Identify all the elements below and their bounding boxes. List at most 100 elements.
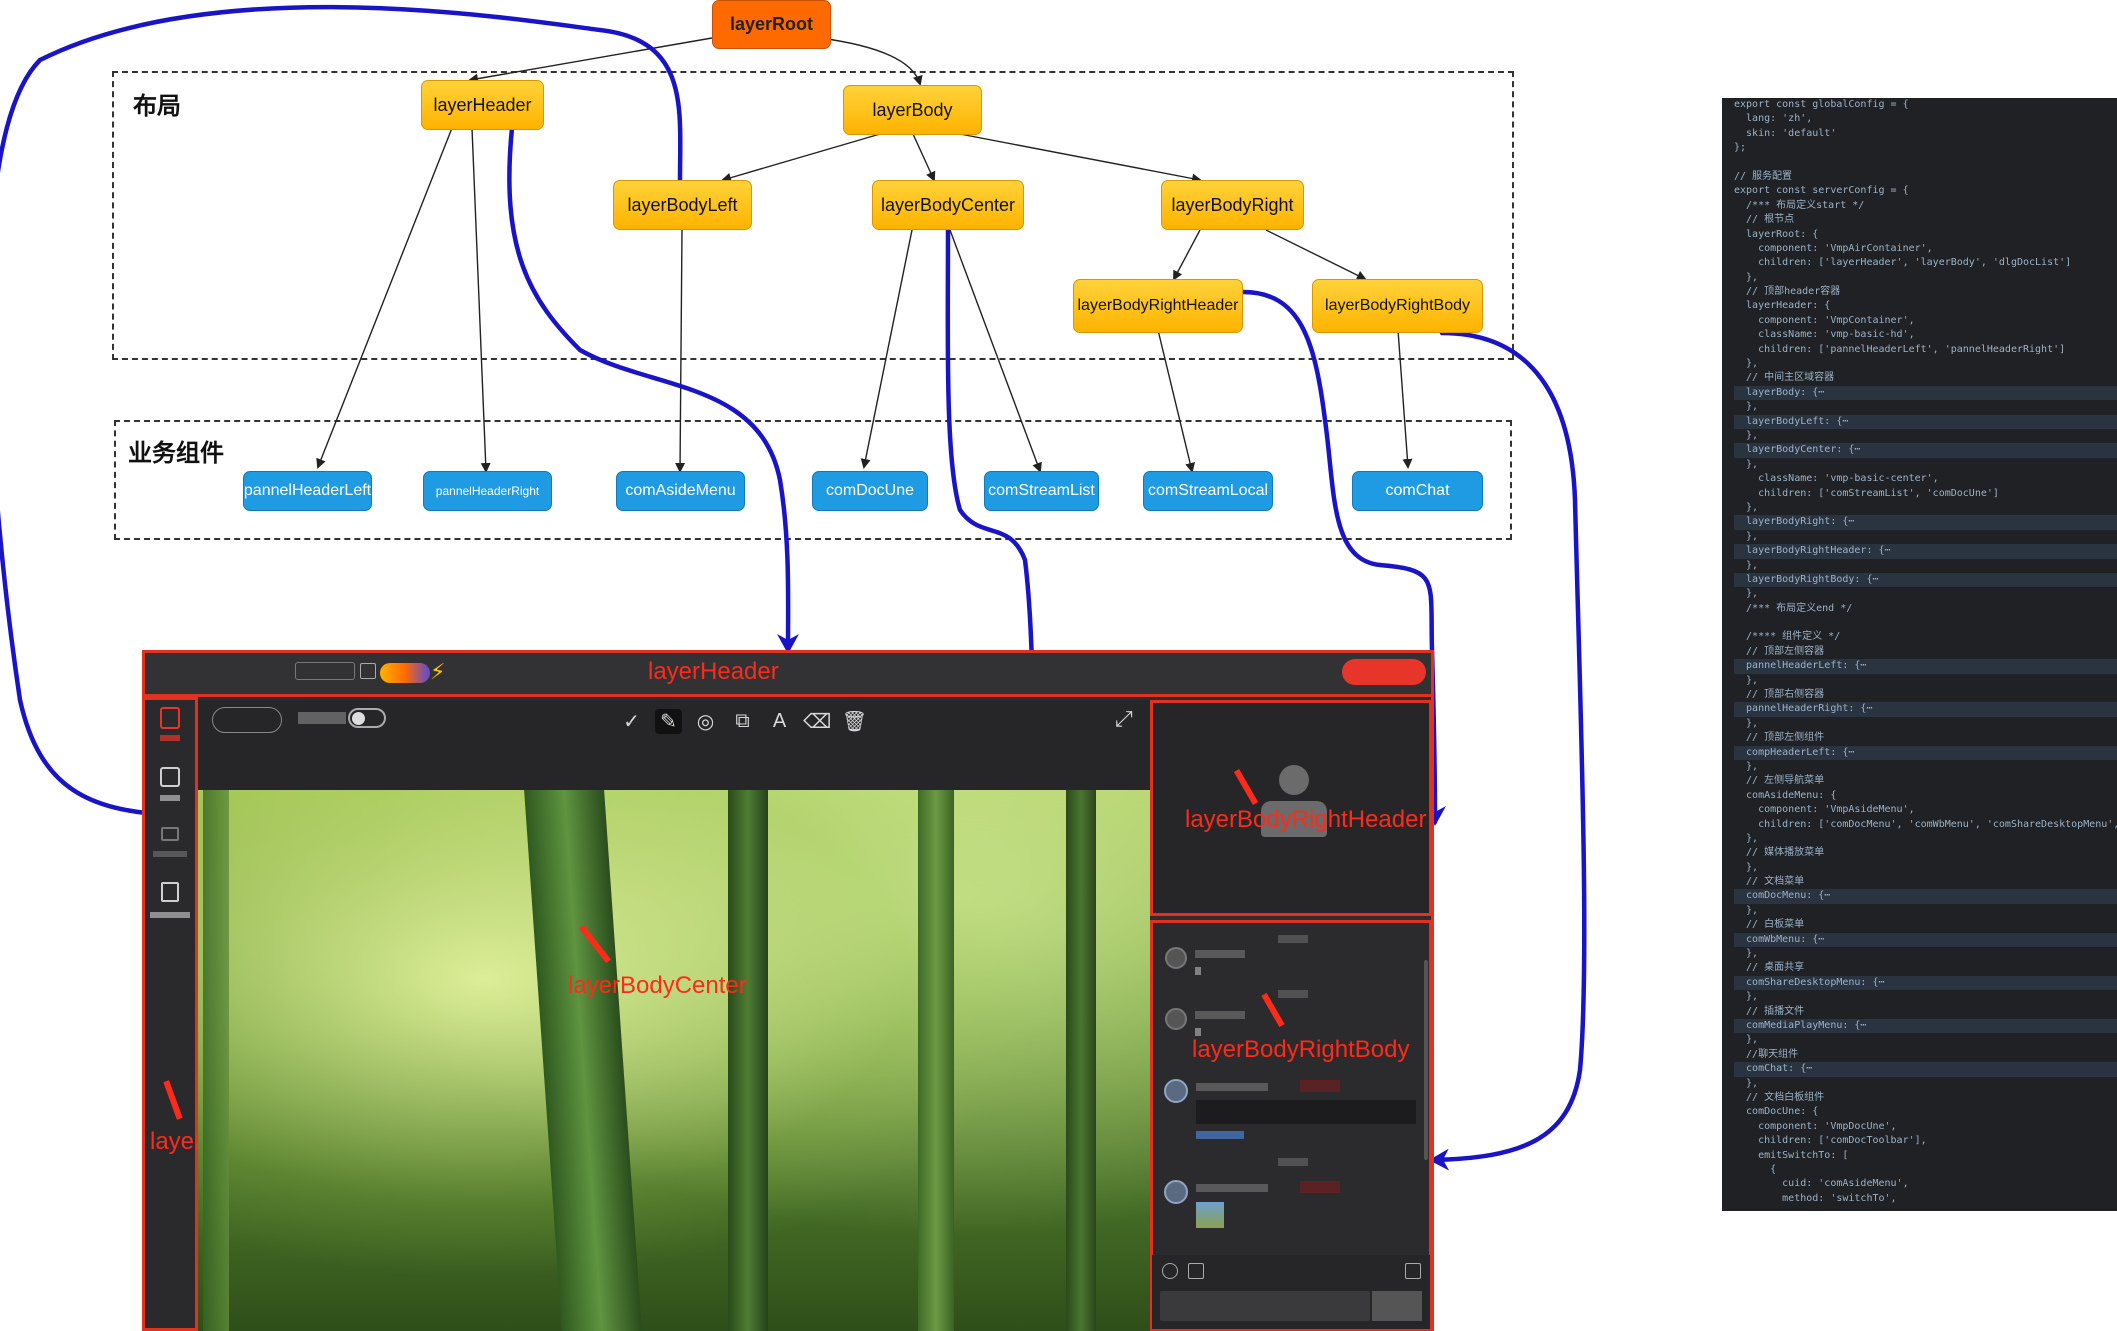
code-line: // 文档菜单 [1734, 876, 1805, 888]
code-line: /**** 组件定义 */ [1734, 631, 1841, 643]
code-line: children: ['comDocToolbar'], [1734, 1135, 1927, 1147]
code-line: // 插播文件 [1734, 1005, 1805, 1017]
code-line: comMediaPlayMenu: {⋯ [1734, 1019, 2117, 1034]
text-icon[interactable]: A [772, 709, 787, 732]
chat-message-3 [1160, 1075, 1420, 1145]
chat-avatar-3 [1164, 1079, 1188, 1103]
whiteboard-label-mark [160, 795, 180, 801]
edge-body-center [912, 133, 936, 182]
code-line: }, [1734, 991, 1759, 1003]
select-doc-button[interactable] [212, 707, 282, 733]
shape-icon[interactable]: ◎ [696, 710, 715, 733]
app-header [142, 650, 1434, 697]
map-rightbody-curve [1429, 330, 1587, 1171]
chat-name-2 [1195, 1011, 1245, 1019]
code-line: component: 'VmpAsideMenu', [1734, 804, 1915, 816]
code-line: comShareDesktopMenu: {⋯ [1734, 975, 2117, 991]
chat-time-1 [1278, 935, 1308, 943]
code-line: className: 'vmp-basic-hd', [1734, 329, 1915, 341]
crop-icon[interactable]: ⧉ [735, 709, 750, 732]
code-line: /*** 布局定义end */ [1734, 602, 1853, 614]
code-line: }; [1734, 142, 1747, 154]
eraser-icon[interactable]: ⌫ [803, 710, 832, 733]
node-layer-body-right-body: layerBodyRightBody [1312, 279, 1483, 333]
node-pannel-header-right: pannelHeaderRight [423, 471, 552, 511]
copy-icon[interactable] [360, 663, 376, 679]
edge-header-phr [471, 127, 491, 473]
node-layer-body-center: layerBodyCenter [872, 180, 1024, 230]
check-icon[interactable]: ✓ [623, 710, 640, 733]
room-id-field [295, 662, 355, 680]
code-line: }, [1734, 458, 1759, 470]
code-line: // 服务配置 [1734, 170, 1793, 182]
emoji-icon[interactable] [1162, 1263, 1178, 1279]
code-line: skin: 'default' [1734, 127, 1837, 139]
app-body-left [142, 697, 198, 1331]
code-line: //聊天组件 [1734, 1048, 1799, 1060]
edge-right-rbody [1265, 229, 1367, 280]
user-placeholder-icon [1255, 765, 1331, 841]
doc-visible-toggle[interactable] [348, 708, 386, 728]
node-com-aside-menu: comAsideMenu [616, 471, 745, 511]
chat-name-3 [1196, 1083, 1268, 1091]
chat-role-badge-4 [1300, 1181, 1340, 1193]
fullscreen-icon[interactable]: ⤢ [1115, 706, 1133, 731]
chat-message-2 [1160, 990, 1420, 1050]
edge-root-body [819, 37, 923, 86]
code-line: layerBodyRightBody: {⋯ [1734, 572, 2117, 588]
node-com-stream-list: comStreamList [984, 471, 1099, 511]
chat-send-button[interactable] [1372, 1291, 1422, 1321]
delete-icon[interactable]: 🗑 [841, 710, 868, 733]
image-upload-icon[interactable] [1188, 1263, 1204, 1279]
chat-bubble-3 [1196, 1100, 1416, 1124]
code-line: children: ['comDocMenu', 'comWbMenu', 'c… [1734, 818, 2117, 830]
layout-group-box [112, 71, 1514, 360]
filter-icon[interactable] [1405, 1263, 1421, 1279]
chat-avatar-4 [1164, 1180, 1188, 1204]
code-line: }, [1734, 717, 1759, 729]
sidebar-doc-button[interactable] [157, 705, 183, 745]
code-line: className: 'vmp-basic-center', [1734, 473, 1939, 485]
start-live-button[interactable] [1342, 659, 1426, 685]
bamboo-stalk-3 [918, 790, 954, 1331]
edge-root-header [468, 37, 713, 84]
bamboo-stalk-1 [524, 790, 642, 1331]
doc-label-mark [160, 735, 180, 741]
code-line: }, [1734, 358, 1759, 370]
code-line: layerBody: {⋯ [1734, 385, 2117, 401]
code-line: comAsideMenu: { [1734, 789, 1837, 801]
code-line: }, [1734, 559, 1759, 571]
code-line: // 顶部右侧容器 [1734, 689, 1825, 701]
node-layer-header: layerHeader [421, 80, 544, 130]
code-line: cuid: 'comAsideMenu', [1734, 1178, 1909, 1190]
code-line: export const globalConfig = { [1734, 99, 1909, 110]
chat-input[interactable] [1160, 1291, 1370, 1321]
code-line: }, [1734, 1034, 1759, 1046]
chat-avatar-2 [1165, 1008, 1187, 1030]
layout-group-label: 布局 [133, 93, 181, 120]
edge-header-phl [316, 127, 453, 469]
pen-icon[interactable]: ✎ [655, 708, 682, 734]
chat-scrollbar[interactable] [1424, 960, 1428, 1160]
code-line: }, [1734, 588, 1759, 600]
code-line: }, [1734, 948, 1759, 960]
overlay-label-right-header: layerBodyRightHeader [1185, 806, 1427, 833]
chat-name-1 [1195, 950, 1245, 958]
code-line: children: ['layerHeader', 'layerBody', '… [1734, 257, 2072, 269]
chat-message-4 [1160, 1178, 1420, 1238]
code-line: component: 'VmpContainer', [1734, 314, 1915, 326]
code-line: layerRoot: { [1734, 228, 1819, 240]
node-com-chat: comChat [1352, 471, 1483, 511]
code-line: compHeaderLeft: {⋯ [1734, 745, 2117, 760]
doc-icon [160, 707, 180, 729]
media-file-label-mark [150, 912, 190, 918]
edge-rheader-streamlocal [1157, 329, 1195, 473]
code-line: children: ['comStreamList', 'comDocUne'] [1734, 487, 1999, 499]
sidebar-media-file-button[interactable] [146, 880, 194, 926]
edge-left-aside [675, 229, 686, 473]
sidebar-whiteboard-button[interactable] [157, 765, 183, 805]
edge-body-right [959, 133, 1202, 184]
chat-image-4 [1196, 1202, 1224, 1228]
sidebar-share-screen-button[interactable] [149, 825, 191, 865]
node-pannel-header-left: pannelHeaderLeft [243, 471, 372, 511]
